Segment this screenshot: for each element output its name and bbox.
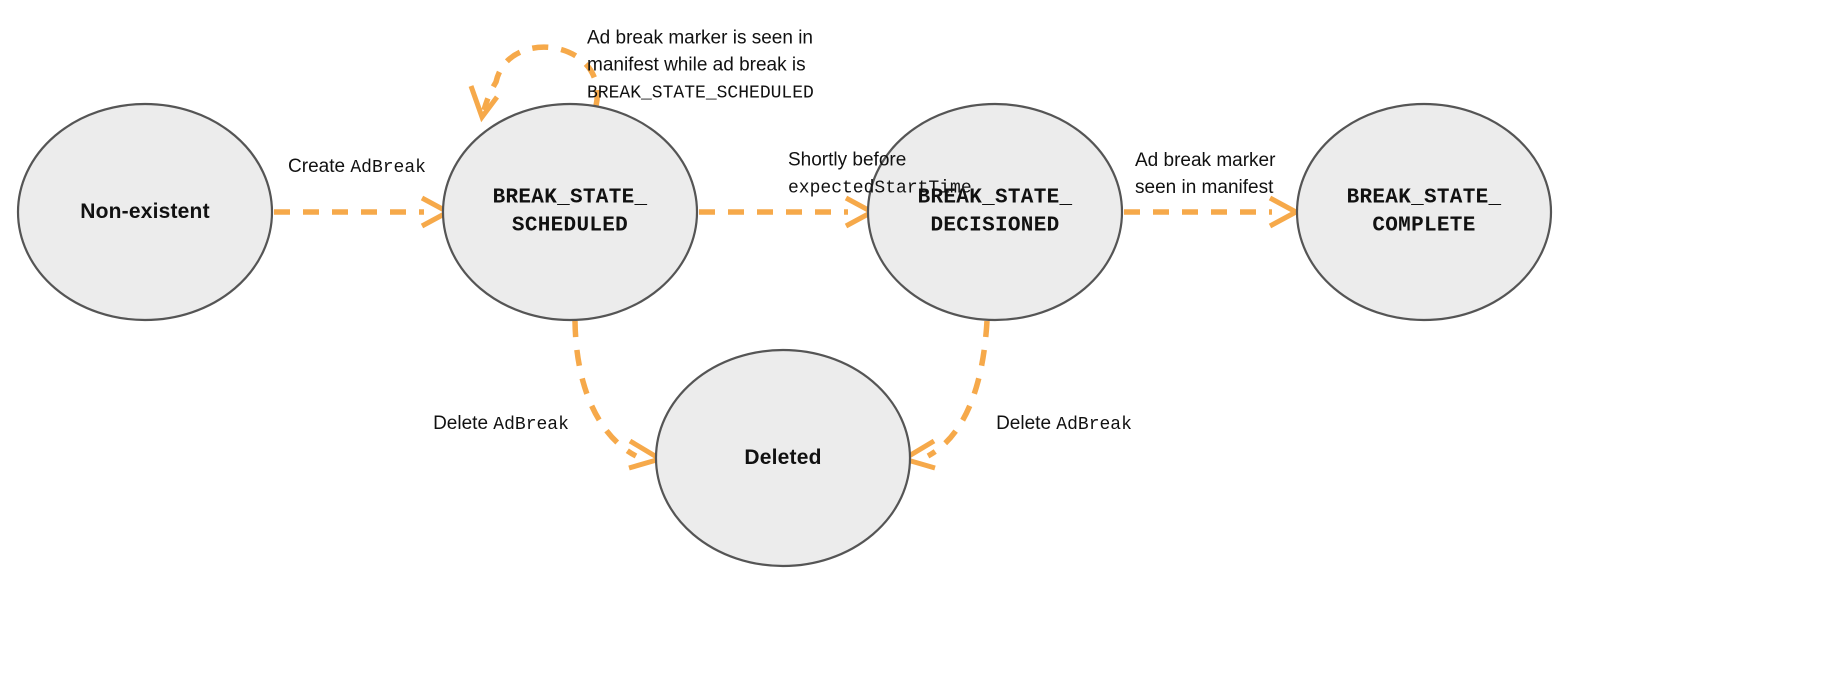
node-layer xyxy=(16,102,1553,568)
edge-create-adbreak xyxy=(274,195,454,229)
node-break-state-decisioned[interactable] xyxy=(866,102,1124,322)
edge-shortly-before-expected-start-time xyxy=(699,195,878,229)
edge-ad-break-marker-seen-scheduled-self-loop xyxy=(468,44,601,123)
edge-delete-adbreak-from-decisioned xyxy=(897,320,990,471)
edge-ad-break-marker-seen-in-manifest xyxy=(1124,195,1302,229)
node-deleted[interactable] xyxy=(654,348,912,568)
node-break-state-scheduled[interactable] xyxy=(441,102,699,322)
edge-delete-adbreak-from-scheduled xyxy=(572,320,667,471)
node-break-state-complete[interactable] xyxy=(1295,102,1553,322)
node-non-existent[interactable] xyxy=(16,102,274,322)
